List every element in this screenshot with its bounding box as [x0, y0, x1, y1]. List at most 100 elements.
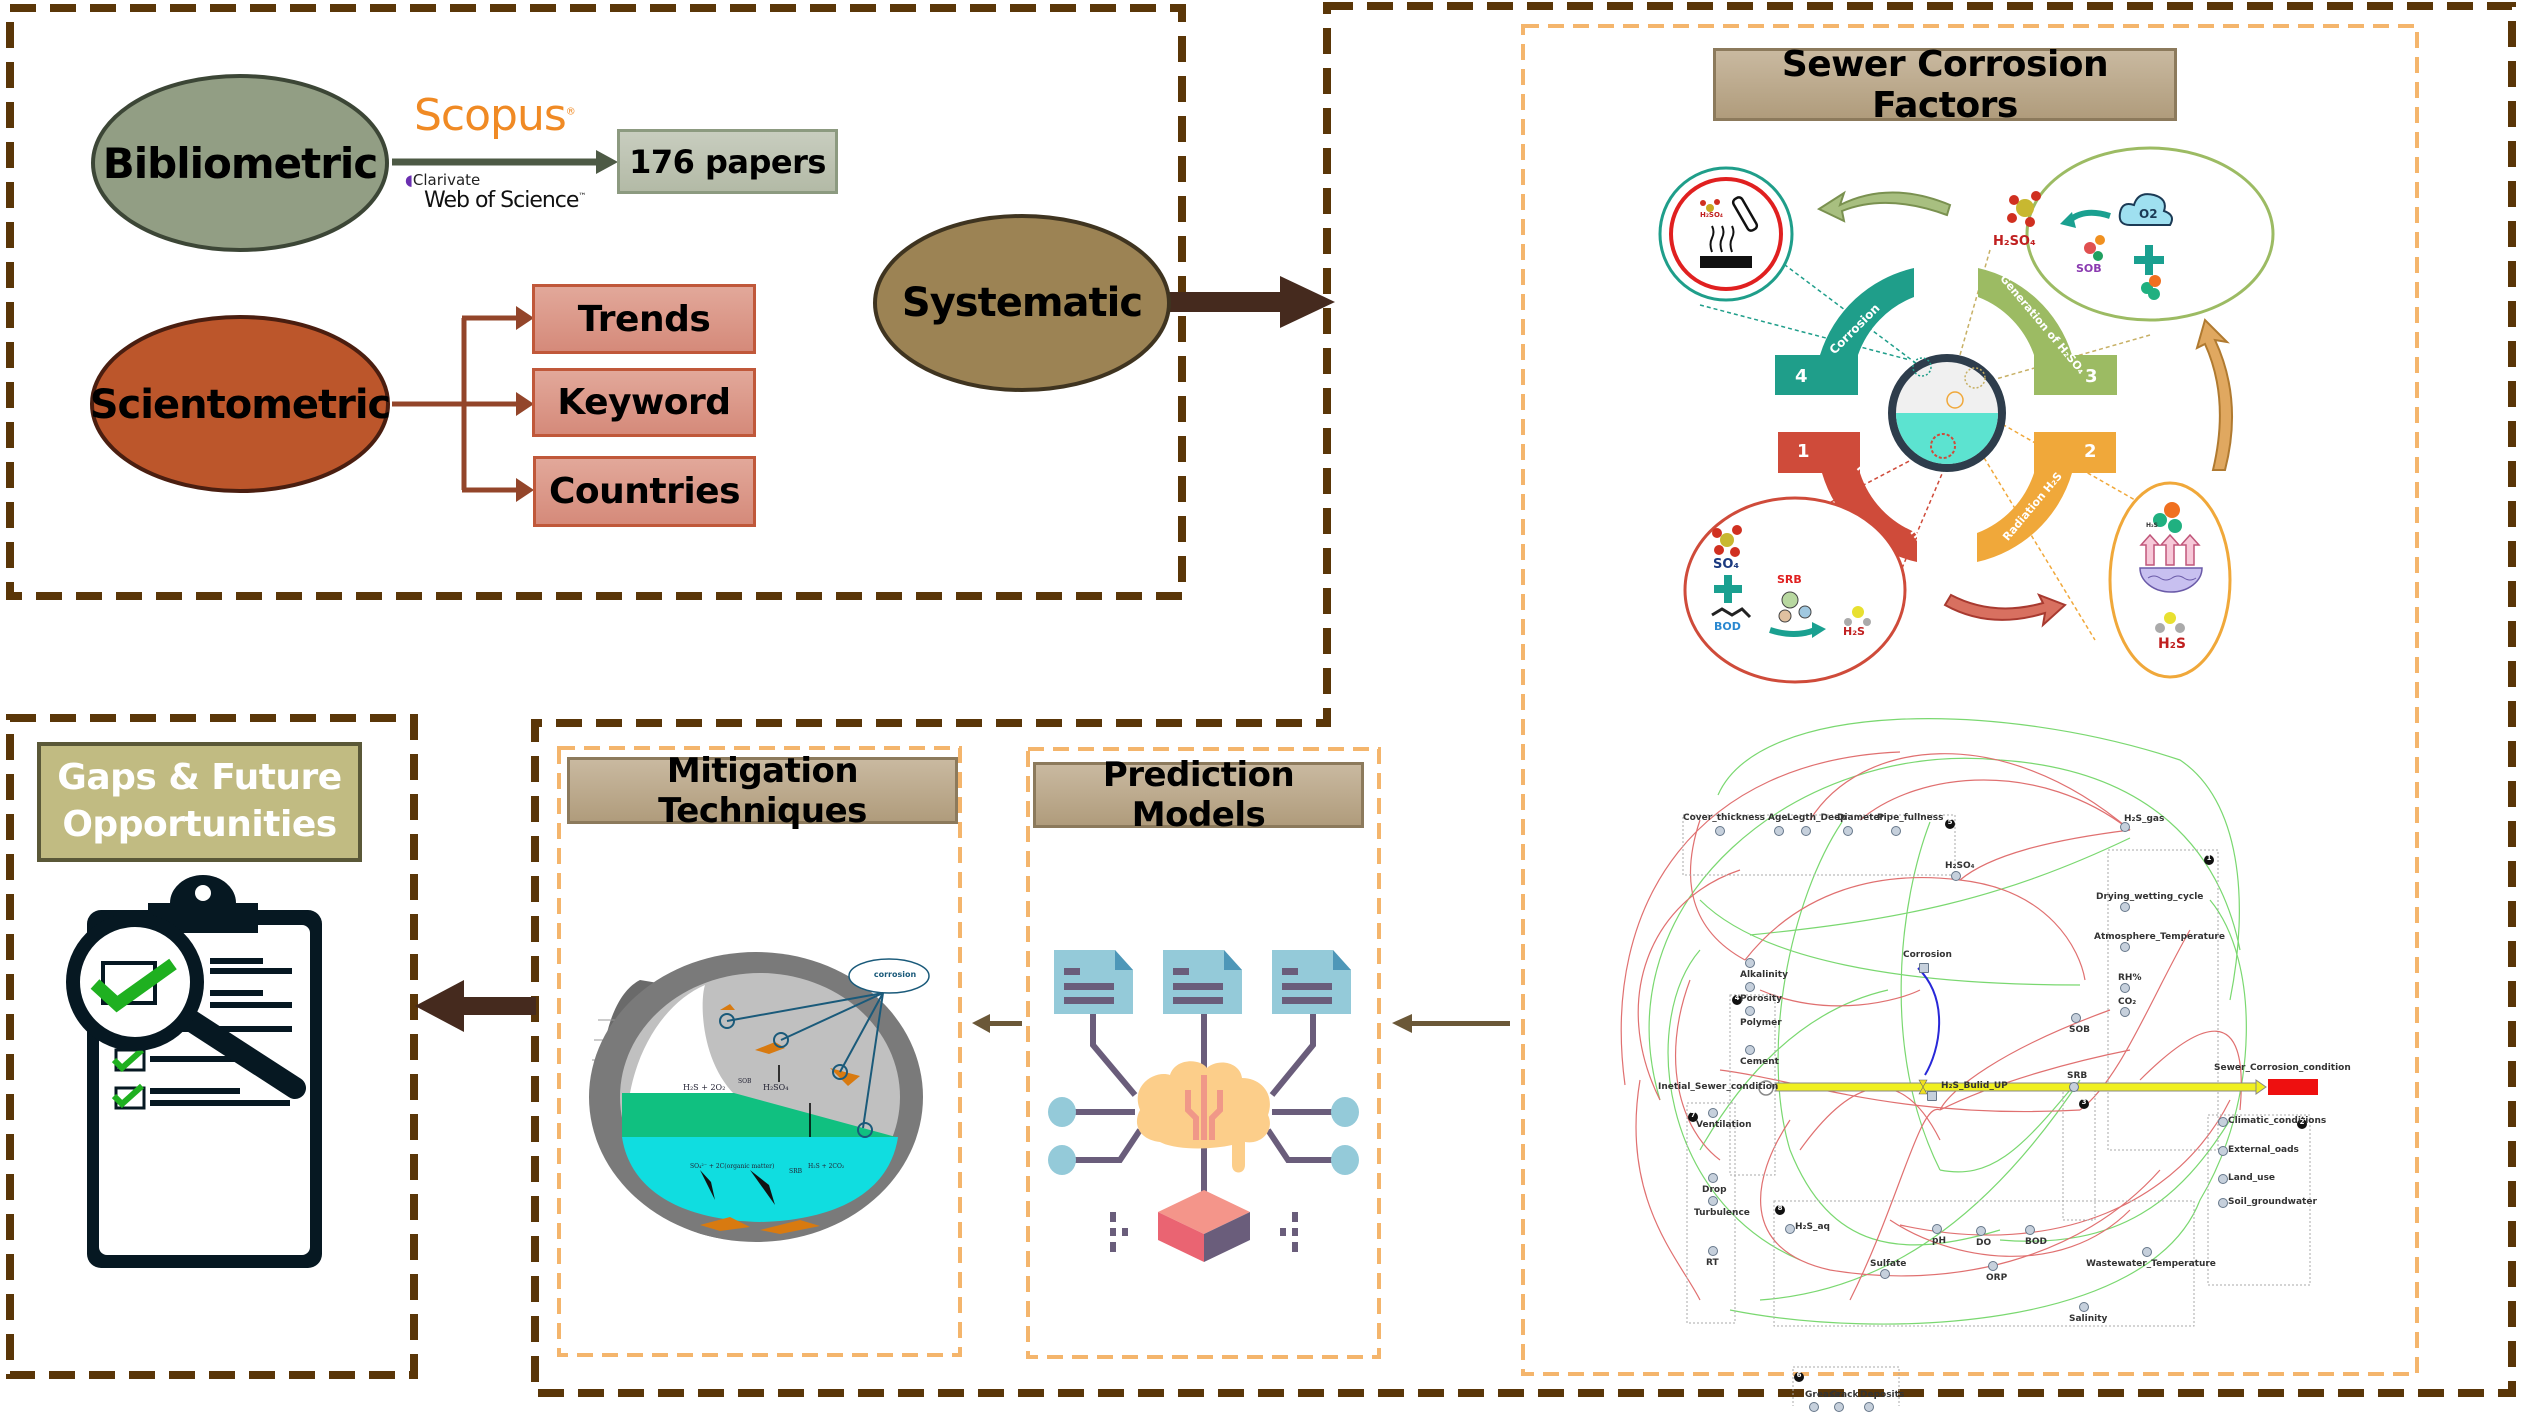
curved-arrow-top [1816, 190, 1952, 223]
formation-so4-label: SO₄ [1713, 557, 1740, 572]
sewer-factors-frame [1521, 24, 2419, 1376]
bubble-generation [2025, 146, 2275, 322]
net-drop-label: Drop [1702, 1185, 1727, 1195]
group-3-badge: 3 [2081, 1098, 2087, 1106]
net-corrosion-node [1919, 963, 1929, 973]
net-porosity-label: Porosity [1740, 994, 1783, 1004]
bibliometric-to-papers-arrow [392, 150, 618, 174]
segment-3-number: 3 [2085, 366, 2098, 387]
group-1-box [2107, 849, 2219, 1151]
curved-arrow-right [2195, 318, 2234, 471]
bibliometric-node [91, 74, 389, 252]
net-salinity-node [2079, 1302, 2089, 1312]
formation-bod-label: BOD [1714, 620, 1741, 633]
arrowhead-keyword [516, 392, 534, 416]
net-rt-node [1708, 1246, 1718, 1256]
net-h-s-aq-node [1785, 1224, 1795, 1234]
net-crack-label: Crack [1830, 1390, 1859, 1400]
group-5-box [1682, 814, 1956, 876]
generation-sob-label: SOB [2076, 262, 2102, 275]
systematic-label: Systematic [901, 280, 1143, 326]
papers-count-box: 176 papers [617, 129, 838, 194]
net-grease-label: Grease [1805, 1390, 1841, 1400]
net-h-s-aq-label: H₂S_aq [1795, 1222, 1830, 1232]
net-rh--node [2120, 983, 2130, 993]
net-diameter-node [1843, 826, 1853, 836]
net-orp-label: ORP [1986, 1273, 2008, 1283]
net-drying-wetting-cycle-node [2120, 902, 2130, 912]
scientometric-branches [392, 315, 520, 493]
net-h-s-gas-node [2120, 822, 2130, 832]
net-ventilation-node [1708, 1108, 1718, 1118]
group-7-box [1686, 1102, 1736, 1324]
net-sob-label: SOB [2069, 1025, 2090, 1035]
stock-start-label: Inetial_Sewer_condition [1658, 1082, 1779, 1092]
net-ventilation-label: Ventilation [1696, 1120, 1752, 1130]
net-age-label: Age [1768, 813, 1788, 823]
o2-cloud-icon [2118, 193, 2173, 226]
net-co--label: CO₂ [2118, 997, 2137, 1007]
net-rt-label: RT [1706, 1258, 1719, 1268]
eq-top-left: H₂S + 2O₂ [683, 1083, 726, 1092]
formation-srb-label: SRB [1777, 573, 1802, 586]
net-pipe-fullness-node [1891, 826, 1901, 836]
net-corrosion-label: Corrosion [1903, 950, 1952, 960]
generation-o2-label: O2 [2139, 207, 2158, 221]
net-land-use-node [2218, 1174, 2228, 1184]
mitigation-frame [557, 746, 962, 1357]
checkmark-icon [90, 958, 177, 1013]
output-countries: Countries [533, 456, 756, 527]
corrosion-callout: corrosion [873, 970, 917, 979]
net-rh--label: RH% [2118, 973, 2142, 983]
web-of-science-logo: Web of Science™ [424, 188, 586, 213]
net-legth-deep-label: Legth_Deep [1787, 813, 1847, 823]
group-5-badge: 5 [1947, 818, 1953, 826]
segment-formation [1778, 432, 1917, 562]
stock-end-label: Sewer_Corrosion_condition [2214, 1063, 2351, 1073]
net-h-s-gas-label: H₂S_gas [2124, 814, 2165, 824]
clarivate-logo: ◖Clarivate [405, 171, 481, 189]
net-atmosphere-temperature-node [2120, 942, 2130, 952]
net-cement-node [1745, 1045, 1755, 1055]
net-do-label: DO [1976, 1238, 1992, 1248]
formation-h2s-label: H₂S [1843, 625, 1865, 638]
segment-generation [1978, 268, 2117, 395]
net-alkalinity-label: Alkalinity [1740, 970, 1788, 980]
eq-top-arrow: SOB [738, 1078, 752, 1085]
net-bod-label: BOD [2025, 1237, 2047, 1247]
net-external-oads-label: External_oads [2228, 1145, 2299, 1155]
sewer-corrosion-stock [2268, 1079, 2318, 1095]
prediction-to-mitigation-arrow [972, 1014, 1022, 1033]
group-8-badge: 8 [1777, 1204, 1783, 1212]
net-sulfate-node [1880, 1269, 1890, 1279]
net-atmosphere-temperature-label: Atmosphere_Temperature [2094, 932, 2225, 942]
clarivate-icon: ◖ [405, 171, 413, 189]
net-cement-label: Cement [1740, 1057, 1779, 1067]
net-cover-thickness-node [1715, 826, 1725, 836]
net-alkalinity-node [1745, 958, 1755, 968]
net-soil-groundwater-label: Soil_groundwater [2228, 1197, 2317, 1207]
scientometric-node [90, 315, 390, 493]
net-ph-node [1932, 1224, 1942, 1234]
net-climatic-conditions-node [2218, 1117, 2228, 1127]
scientometric-label: Scientometric [89, 382, 392, 428]
bubble-formation [1683, 496, 1907, 684]
net-sulfate-label: Sulfate [1870, 1259, 1907, 1269]
net-polymer-node [1745, 1006, 1755, 1016]
eq-bottom-right: H₂S + 2CO₂ [808, 1163, 845, 1170]
net-do-node [1976, 1226, 1986, 1236]
group-2-badge: 2 [2299, 1118, 2305, 1126]
net-h-so--node [1951, 871, 1961, 881]
gaps-title: Gaps & Future Opportunities [37, 742, 362, 862]
net-sob-node [2071, 1013, 2081, 1023]
eq-bottom-left: SO₄²⁻ + 2C(organic matter) [690, 1163, 775, 1170]
factors-to-prediction-arrow [1392, 1014, 1510, 1033]
network-links [1620, 718, 2247, 1325]
gaps-title-line2: Opportunities [62, 804, 337, 845]
corrosion-h2so4-label: H₂SO₄ [1700, 211, 1723, 219]
net-turbulence-node [1708, 1196, 1718, 1206]
output-keyword: Keyword [532, 368, 756, 437]
net-pipe-fullness-label: Pipe_fullness [1877, 813, 1944, 823]
